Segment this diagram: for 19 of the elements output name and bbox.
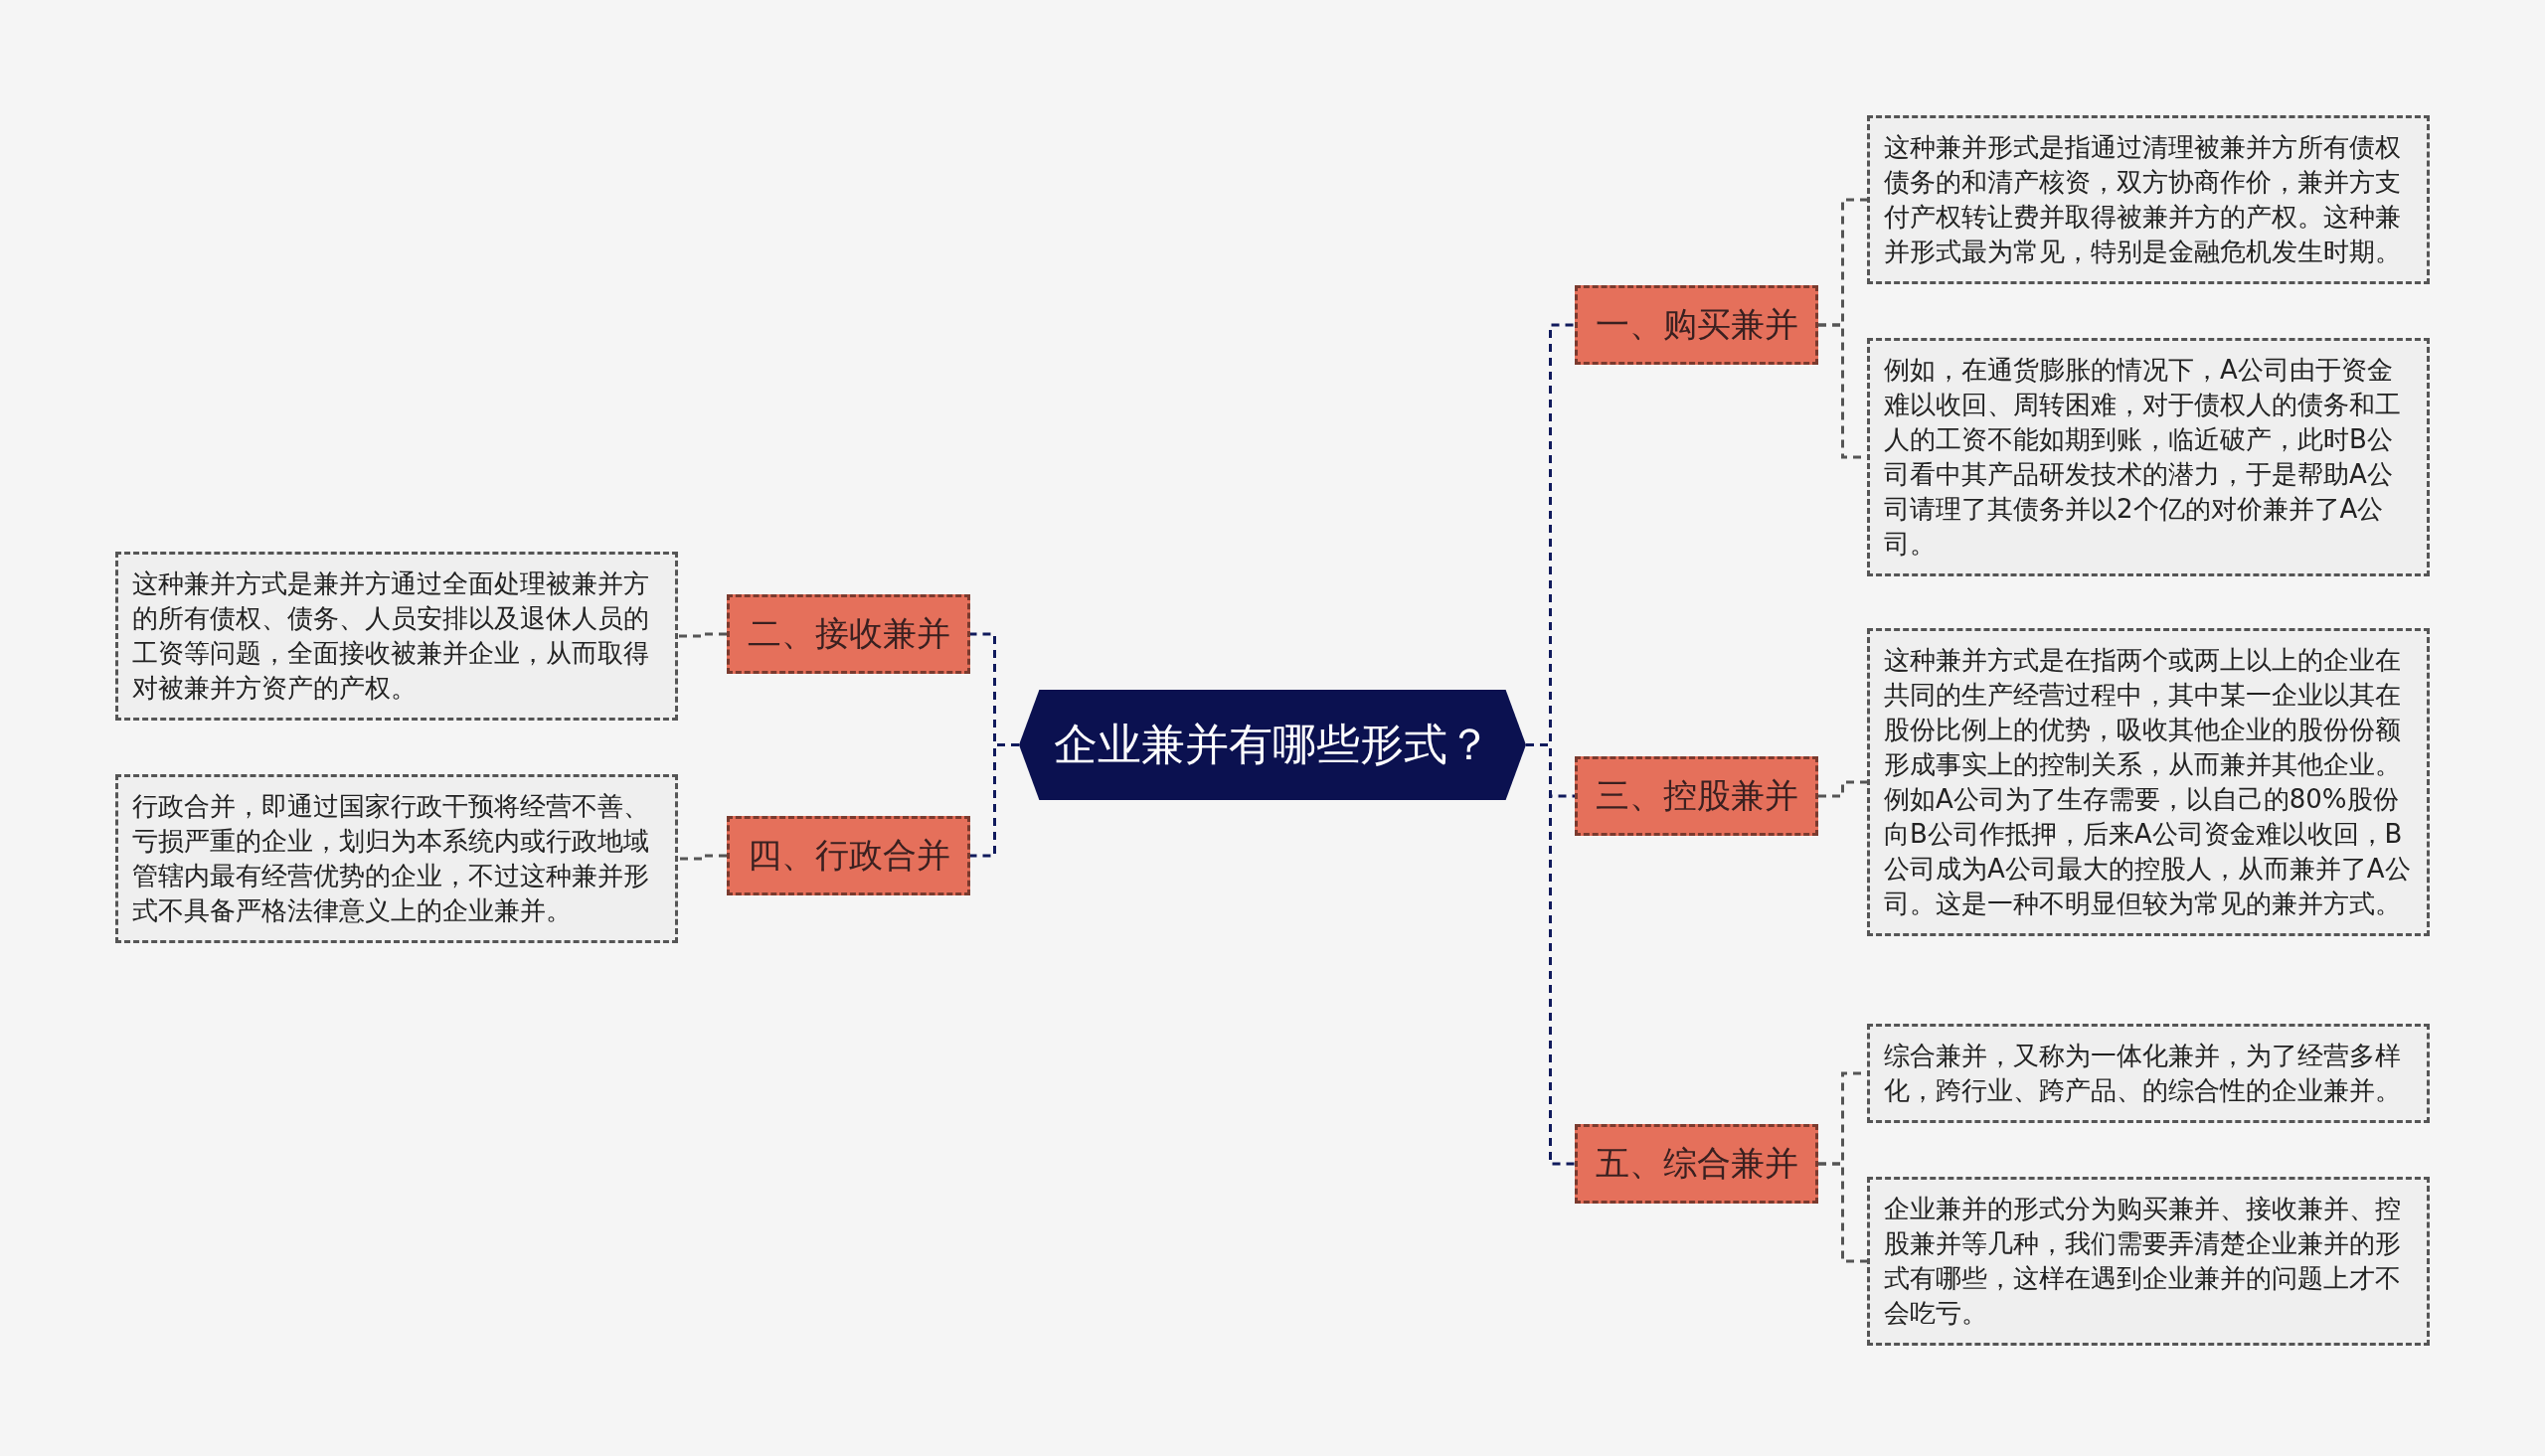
branch-box: 二、接收兼并 bbox=[727, 594, 970, 674]
branch-box: 五、综合兼并 bbox=[1575, 1124, 1818, 1204]
note-box: 例如，在通货膨胀的情况下，A公司由于资金难以收回、周转困难，对于债权人的债务和工人的工资不能如期到账，临近破产，此时B公司看中其产品研发技术的潜力，于是帮助A公司请理了其债务并以2个亿的对价兼并了A公司。 bbox=[1867, 338, 2430, 576]
branch-box: 三、控股兼并 bbox=[1575, 756, 1818, 836]
connector-line bbox=[1818, 1162, 1867, 1263]
note-box: 综合兼并，又称为一体化兼并，为了经营多样化，跨行业、跨产品、的综合性的企业兼并。 bbox=[1867, 1024, 2430, 1123]
note-box: 企业兼并的形式分为购买兼并、接收兼并、控股兼并等几种，我们需要弄清楚企业兼并的形式有哪些，这样在遇到企业兼并的问题上才不会吃亏。 bbox=[1867, 1177, 2430, 1346]
note-box: 这种兼并形式是指通过清理被兼并方所有债权债务的和清产核资，双方协商作价，兼并方支付产权转让费并取得被兼并方的产权。这种兼并形式最为常见，特别是金融危机发生时期。 bbox=[1867, 115, 2430, 284]
note-box: 这种兼并方式是兼并方通过全面处理被兼并方的所有债权、债务、人员安排以及退休人员的工资等问题，全面接收被兼并企业，从而取得对被兼并方资产的产权。 bbox=[115, 552, 678, 721]
note-box: 这种兼并方式是在指两个或两上以上的企业在共同的生产经营过程中，其中某一企业以其在股份比例上的优势，吸收其他企业的股份份额形成事实上的控制关系，从而兼并其他企业。例如A公司为了生存需要，以自己的80%股份向B公司作抵押，后来A公司资金难以收回，B公司成为A公司最大的控股人，从而兼并了A公司。这是一种不明显但较为常见的兼并方式。 bbox=[1867, 628, 2430, 936]
connector-line bbox=[1818, 780, 1867, 798]
central-topic: 企业兼并有哪些形式？ bbox=[1019, 690, 1526, 800]
connector-line bbox=[678, 632, 727, 638]
branch-box: 四、行政合并 bbox=[727, 816, 970, 895]
connector-line bbox=[1526, 743, 1575, 1166]
branch-box: 一、购买兼并 bbox=[1575, 285, 1818, 365]
note-box: 行政合并，即通过国家行政干预将经营不善、亏损严重的企业，划归为本系统内或行政地域管辖内最有经营优势的企业，不过这种兼并形式不具备严格法律意义上的企业兼并。 bbox=[115, 774, 678, 943]
connector-line bbox=[678, 854, 727, 861]
connector-line bbox=[970, 743, 1019, 858]
